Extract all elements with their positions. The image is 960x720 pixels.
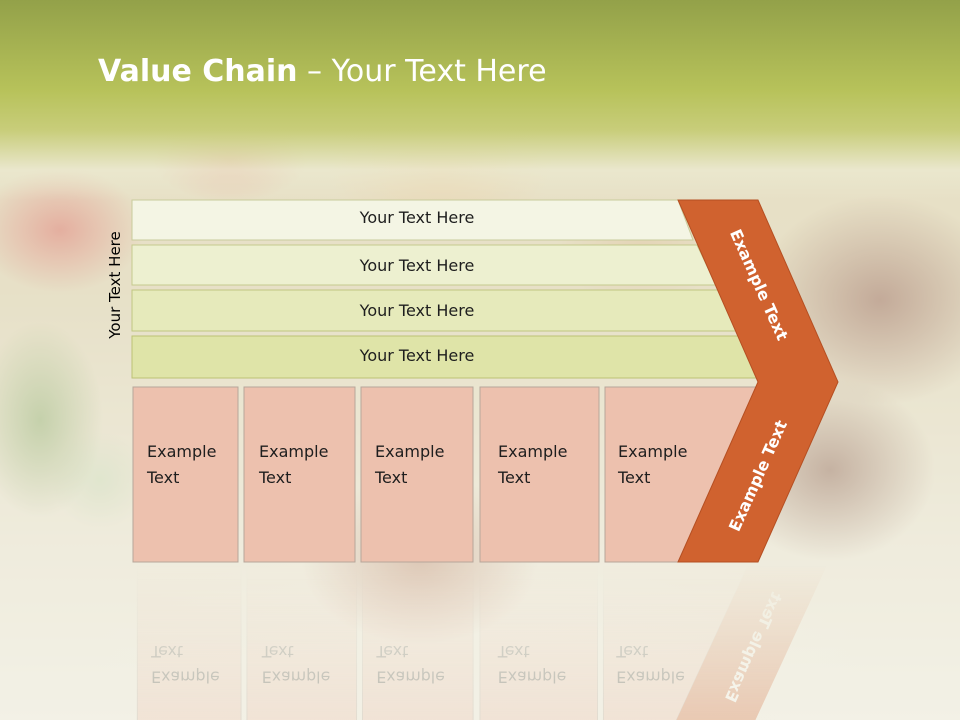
bar-1-label: Your Text Here — [359, 208, 475, 227]
title-rest: – Your Text Here — [297, 54, 547, 89]
bar-4-label: Your Text Here — [359, 346, 475, 365]
box-2-line1: Example — [259, 442, 329, 461]
title-band — [0, 0, 960, 200]
box-3-line1: Example — [375, 442, 445, 461]
bar-2-label: Your Text Here — [359, 256, 475, 275]
bar-3-label: Your Text Here — [359, 301, 475, 320]
reflection-box-2-word2: Text — [261, 642, 294, 661]
box-4-label: Example Text — [498, 439, 567, 491]
reflection-box-5-word: Example — [616, 668, 685, 687]
box-1 — [132, 386, 239, 563]
title-bold: Value Chain — [98, 54, 298, 89]
box-2-line2: Text — [259, 468, 292, 487]
reflection-box-3-word: Example — [376, 668, 445, 687]
box-3 — [360, 386, 474, 563]
box-1-line2: Text — [147, 468, 180, 487]
reflection-box-3 — [361, 564, 474, 720]
reflection-box-2-word: Example — [262, 668, 331, 687]
box-2 — [243, 386, 356, 563]
slide-title: Value Chain – Your Text Here — [98, 54, 547, 89]
chevron-arrow — [677, 199, 839, 563]
reflection-box-1 — [136, 564, 242, 720]
box-5-line1: Example — [618, 442, 688, 461]
reflection-box-4 — [479, 564, 599, 720]
reflection-box-4-word: Example — [498, 668, 567, 687]
box-2-label: Example Text — [259, 439, 328, 491]
reflection-box-1-word: Example — [151, 668, 220, 687]
box-3-line2: Text — [375, 468, 408, 487]
box-1-label: Example Text — [147, 439, 216, 491]
reflection-box-4-word2: Text — [497, 642, 530, 661]
reflection-chevron — [675, 564, 828, 720]
box-4-line1: Example — [498, 442, 568, 461]
bar-1 — [131, 199, 694, 241]
box-5-label: Example Text — [618, 439, 687, 491]
reflection-box-2 — [246, 564, 358, 720]
diagram-reflection: Example Text Example Text Example Text E… — [136, 564, 828, 720]
reflection-box-5 — [602, 564, 750, 720]
box-4-line2: Text — [498, 468, 531, 487]
box-5-line2: Text — [618, 468, 651, 487]
reflection-box-5-word2: Text — [615, 642, 648, 661]
box-3-label: Example Text — [375, 439, 444, 491]
reflection-box-1-word2: Text — [150, 642, 183, 661]
box-1-line1: Example — [147, 442, 217, 461]
reflection-box-3-word2: Text — [375, 642, 408, 661]
box-4 — [479, 386, 600, 563]
